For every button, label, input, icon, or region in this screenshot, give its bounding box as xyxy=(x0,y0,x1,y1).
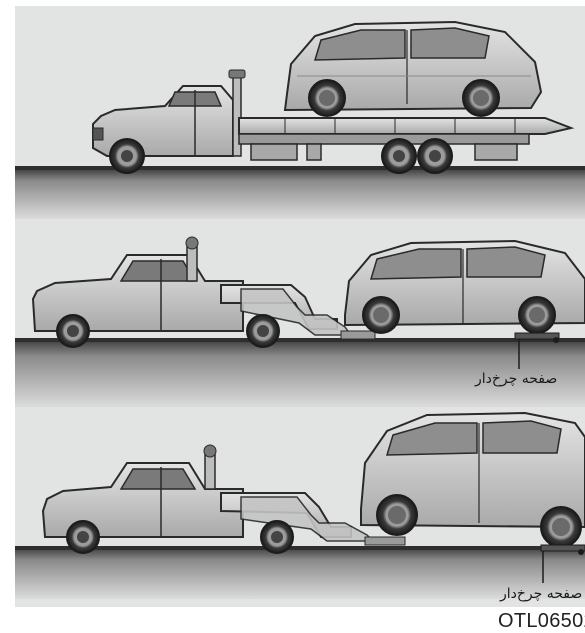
wheel-lift-tow-truck-icon xyxy=(43,445,405,553)
ground xyxy=(15,168,585,219)
ground-line xyxy=(15,166,585,170)
wheel-lift-scene-2 xyxy=(15,407,585,615)
flatbed-scene xyxy=(15,6,585,219)
wheel-lift-tow-truck-icon xyxy=(33,237,375,347)
suv-icon xyxy=(345,241,585,333)
figure-frame: صفحه چرخ‌دار xyxy=(15,6,585,633)
ground-line xyxy=(15,338,585,342)
suv-icon xyxy=(361,413,585,547)
figure-code: OTL06502 xyxy=(498,610,585,633)
ground-line xyxy=(15,546,585,550)
dolly-label: صفحه چرخ‌دار xyxy=(500,586,582,602)
suv-icon xyxy=(285,22,541,116)
panel-flatbed-towing xyxy=(15,6,585,219)
dolly-label: صفحه چرخ‌دار xyxy=(475,371,557,387)
panel-wheel-lift-towing-2: صفحه چرخ‌دار xyxy=(15,407,585,615)
panel-wheel-lift-towing-1: صفحه چرخ‌دار xyxy=(15,219,585,407)
